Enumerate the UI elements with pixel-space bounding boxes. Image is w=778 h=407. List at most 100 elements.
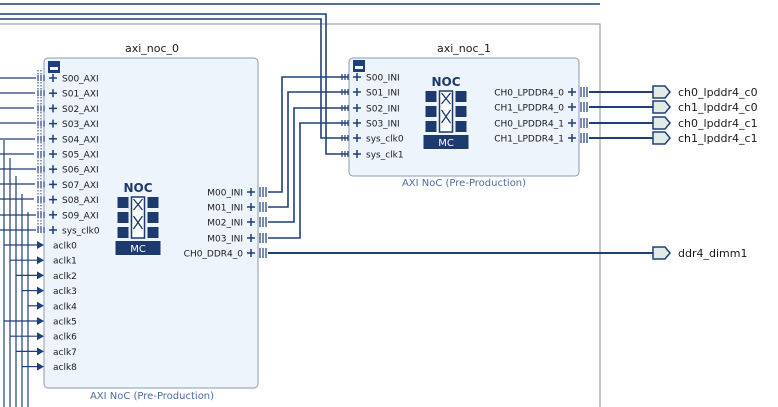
axi-noc-0-pin-aclk0[interactable]: aclk0 [37,241,77,252]
axi-noc-0-pin-label: S05_AXI [62,151,99,161]
port-ddr4-dimm1[interactable]: ddr4_dimm1 [652,246,747,260]
expand-plus-icon[interactable] [247,188,255,196]
axi-noc-1-block[interactable]: axi_noc_1 S00_INIS01_INIS02_INIS03_INIsy… [341,42,588,189]
axi-noc-0-pin-m00-ini[interactable]: M00_INI [207,187,267,199]
axi-noc-0-pin-s08-axi[interactable]: S08_AXI [37,195,99,207]
expand-plus-icon[interactable] [353,88,361,96]
expand-plus-icon[interactable] [49,104,57,113]
port-label: ch1_lpddr4_c0 [678,101,758,114]
expand-plus-icon[interactable] [568,88,576,96]
axi-noc-0-pin-label: aclk4 [53,302,77,312]
axi-noc-1-pin-label: sys_clk1 [366,151,404,161]
axi-noc-0-pin-aclk7[interactable]: aclk7 [37,347,77,358]
port-ch1-lpddr4-c1[interactable]: ch1_lpddr4_c1 [652,131,758,145]
port-ch1-lpddr4-c0[interactable]: ch1_lpddr4_c0 [652,100,758,114]
axi-noc-0-menu-icon[interactable] [48,61,60,73]
axi-noc-1-pin-ch0-lpddr4-1[interactable]: CH0_LPDDR4_1 [494,118,588,130]
axi-noc-1-pin-s03-ini[interactable]: S03_INI [341,119,400,130]
external-ports: ch0_lpddr4_c0 ch1_lpddr4_c0 ch0_lpddr4_c1c… [652,85,758,260]
axi-noc-1-pin-s00-ini[interactable]: S00_INI [341,73,400,84]
expand-plus-icon[interactable] [247,234,255,242]
axi-noc-0-pin-m03-ini[interactable]: M03_INI [207,233,267,245]
expand-plus-icon[interactable] [49,195,57,204]
port-label: ch0_lpddr4_c0 [678,86,758,99]
expand-plus-icon[interactable] [49,134,57,143]
axi-noc-1-pin-label: CH1_LPDDR4_0 [494,104,564,114]
expand-plus-icon[interactable] [247,203,255,211]
axi-noc-0-pin-s04-axi[interactable]: S04_AXI [37,134,99,146]
axi-noc-1-pin-label: sys_clk0 [366,135,404,145]
axi-noc-0-pin-aclk4[interactable]: aclk4 [37,301,77,313]
expand-plus-icon[interactable] [568,119,576,127]
axi-noc-0-pin-label: M01_INI [207,204,243,214]
expand-plus-icon[interactable] [247,218,255,226]
axi-noc-1-subtitle: AXI NoC (Pre-Production) [402,178,526,189]
expand-plus-icon[interactable] [353,73,361,81]
expand-plus-icon[interactable] [353,104,361,112]
expand-plus-icon[interactable] [49,89,57,98]
axi-noc-0-pin-s02-axi[interactable]: S02_AXI [37,104,99,115]
axi-noc-0-pin-label: M02_INI [207,219,243,229]
output-port-icon[interactable] [652,131,671,145]
axi-noc-0-pin-label: aclk6 [53,333,77,343]
expand-plus-icon[interactable] [353,134,361,142]
axi-noc-0-pin-label: S01_AXI [62,90,99,100]
axi-noc-1-pin-label: S02_INI [366,105,400,115]
axi-noc-0-pin-label: S08_AXI [62,196,99,206]
expand-plus-icon[interactable] [49,150,57,158]
axi-noc-0-pin-s09-axi[interactable]: S09_AXI [37,210,99,222]
axi-noc-0-block[interactable]: axi_noc_0 S00_AXIS01_AXIS02_AXIS03_AXIS0… [37,42,267,402]
expand-plus-icon[interactable] [353,119,361,127]
axi-noc-1-pin-label: CH0_LPDDR4_0 [494,89,564,99]
output-port-icon[interactable] [652,116,671,130]
port-label: ch1_lpddr4_c1 [678,132,758,145]
expand-plus-icon[interactable] [353,150,361,158]
axi-noc-1-pin-s02-ini[interactable]: S02_INI [341,104,400,115]
expand-plus-icon[interactable] [568,134,576,142]
output-port-icon[interactable] [652,100,671,114]
axi-noc-0-pin-aclk2[interactable]: aclk2 [37,271,77,282]
axi-noc-1-pin-sys-clk1[interactable]: sys_clk1 [341,150,404,161]
axi-noc-0-pin-label: S09_AXI [62,211,99,221]
axi-noc-0-pin-label: aclk5 [53,318,77,328]
port-ch0-lpddr4-c1[interactable]: ch0_lpddr4_c1 [652,116,758,130]
axi-noc-0-pin-s07-axi[interactable]: S07_AXI [37,180,99,191]
expand-plus-icon[interactable] [49,165,57,174]
port-ch0-lpddr4-c0[interactable]: ch0_lpddr4_c0 [652,85,758,99]
axi-noc-0-pin-aclk6[interactable]: aclk6 [37,332,77,343]
expand-plus-icon[interactable] [49,74,57,82]
axi-noc-1-menu-icon[interactable] [353,60,365,72]
axi-noc-0-pin-label: aclk1 [53,257,77,267]
axi-noc-1-pin-ch1-lpddr4-1[interactable]: CH1_LPDDR4_1 [494,133,588,145]
expand-plus-icon[interactable] [49,119,57,128]
expand-plus-icon[interactable] [49,210,57,219]
axi-noc-0-pin-label: aclk2 [53,272,77,282]
output-port-icon[interactable] [652,246,671,260]
axi-noc-1-pin-ch1-lpddr4-0[interactable]: CH1_LPDDR4_0 [494,102,588,114]
axi-noc-0-pin-s03-axi[interactable]: S03_AXI [37,119,99,131]
axi-noc-1-pin-s01-ini[interactable]: S01_INI [341,88,400,99]
axi-noc-0-left-pins: S00_AXI S01_AXI S02_AXI S03_AXI S04_AXI S05_A… [37,70,100,237]
axi-noc-0-pin-aclk1[interactable]: aclk1 [37,256,77,267]
expand-plus-icon[interactable] [247,249,255,257]
axi-noc-1-pin-ch0-lpddr4-0[interactable]: CH0_LPDDR4_0 [494,87,588,99]
axi-noc-0-pin-aclk5[interactable]: aclk5 [37,317,77,328]
expand-plus-icon[interactable] [568,103,576,111]
expand-plus-icon[interactable] [49,180,57,189]
axi-noc-0-pin-aclk3[interactable]: aclk3 [37,286,77,298]
axi-noc-0-pin-sys-clk0[interactable]: sys_clk0 [37,226,100,237]
axi-noc-0-pin-label: CH0_DDR4_0 [184,250,244,260]
axi-noc-0-pin-s00-axi[interactable]: S00_AXI [37,74,99,85]
axi-noc-0-pin-s01-axi[interactable]: S01_AXI [37,89,99,100]
output-port-icon[interactable] [652,85,671,99]
axi-noc-0-pin-ch0-ddr4-0[interactable]: CH0_DDR4_0 [184,248,267,260]
axi-noc-0-pin-m02-ini[interactable]: M02_INI [207,217,267,229]
axi-noc-0-pin-s05-axi[interactable]: S05_AXI [37,150,99,161]
axi-noc-0-pin-label: S07_AXI [62,181,99,191]
axi-noc-0-pin-m01-ini[interactable]: M01_INI [207,202,267,214]
expand-plus-icon[interactable] [49,226,57,234]
axi-noc-1-pin-sys-clk0[interactable]: sys_clk0 [341,134,404,145]
axi-noc-0-pin-aclk8[interactable]: aclk8 [37,362,77,374]
axi-noc-0-pin-s06-axi[interactable]: S06_AXI [37,165,99,176]
